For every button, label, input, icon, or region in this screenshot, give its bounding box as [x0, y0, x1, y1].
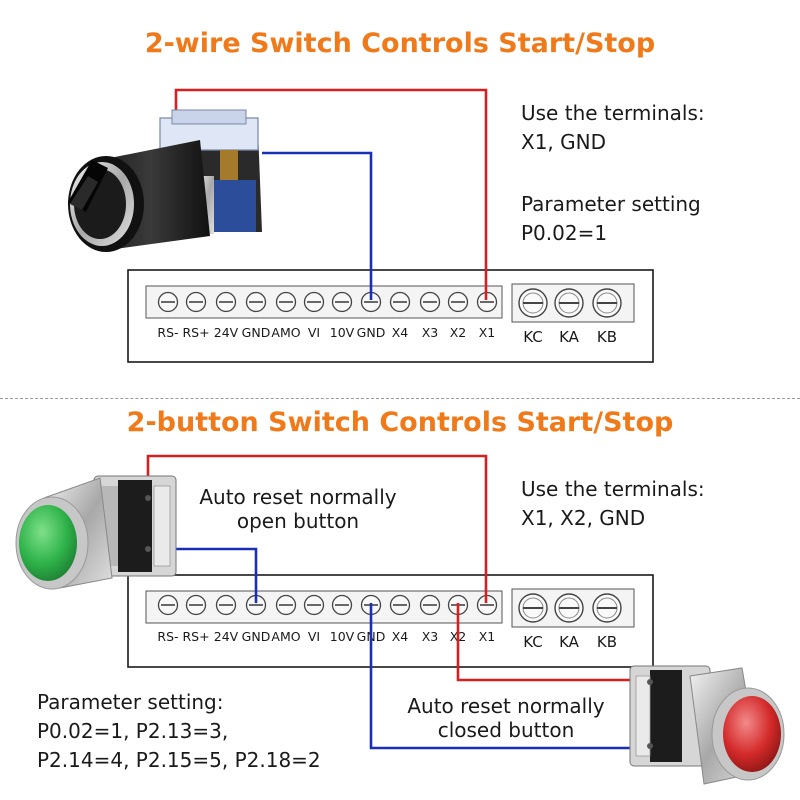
bottom-relay-screw-icon — [554, 593, 584, 623]
wire-red-x1-bottom — [146, 454, 488, 603]
bottom-terminals-info: Use the terminals: X1, X2, GND — [521, 475, 705, 533]
top-terminal-screw-icon — [275, 291, 297, 313]
top-terminal-screw-icon — [331, 291, 353, 313]
bottom-terminals-heading: Use the terminals: — [521, 477, 705, 501]
top-terminal-screw-icon — [215, 291, 237, 313]
top-terminal-label: X3 — [422, 325, 439, 340]
bottom-relay-label: KC — [523, 633, 543, 651]
no-button-label-line1: Auto reset normally — [199, 485, 397, 509]
bottom-relay-label: KB — [597, 633, 617, 651]
bottom-relay-screw-icon — [518, 593, 548, 623]
top-terminal-label: 10V — [330, 325, 355, 340]
bottom-terminal-screw-icon — [389, 594, 411, 616]
top-terminal-label: 24V — [214, 325, 239, 340]
bottom-terminal-label: X4 — [392, 629, 409, 644]
top-title: 2-wire Switch Controls Start/Stop — [144, 28, 656, 59]
bottom-terminal-screw-icon — [419, 594, 441, 616]
bottom-terminal-screw-icon — [157, 594, 179, 616]
nc-button-label-line2: closed button — [437, 718, 575, 742]
bottom-relay-screw-icon — [592, 593, 622, 623]
top-terminal-screw-icon — [245, 291, 267, 313]
bottom-terminal-label: RS- — [157, 629, 178, 644]
nc-button-label: Auto reset normally closed button — [388, 694, 624, 742]
top-terminal-label: X2 — [450, 325, 467, 340]
top-relay-screw-icon — [554, 288, 584, 318]
bottom-param-heading: Parameter setting: — [37, 690, 224, 714]
top-terminal-screw-icon — [185, 291, 207, 313]
bottom-terminal-label: AMO — [271, 629, 300, 644]
top-relay-label: KC — [523, 328, 543, 346]
top-relay-screw-icon — [592, 288, 622, 318]
bottom-title: 2-button Switch Controls Start/Stop — [126, 407, 674, 438]
green-push-button-icon — [15, 475, 177, 590]
bottom-terminal-screw-icon — [331, 594, 353, 616]
top-relay-label: KB — [597, 328, 617, 346]
section-divider — [0, 398, 800, 399]
bottom-relay-label: KA — [559, 633, 580, 651]
top-terminal-screw-icon — [447, 291, 469, 313]
top-param-heading: Parameter setting — [521, 192, 701, 216]
top-relay-label: KA — [559, 328, 580, 346]
top-terminal-label: RS- — [157, 325, 178, 340]
top-param-info: Parameter setting P0.02=1 — [521, 190, 701, 248]
bottom-terminal-label: X1 — [479, 629, 496, 644]
wire-red-x2-bottom — [456, 603, 645, 682]
top-terminal-screw-icon — [157, 291, 179, 313]
no-button-label-line2: open button — [236, 509, 360, 533]
top-terminal-label: X1 — [479, 325, 496, 340]
selector-switch-icon — [68, 109, 262, 252]
top-terminal-label: AMO — [271, 325, 300, 340]
top-terminal-screw-icon — [419, 291, 441, 313]
bottom-terminals-list: X1, X2, GND — [521, 506, 646, 530]
bottom-param-info: Parameter setting: P0.02=1, P2.13=3, P2.… — [37, 688, 321, 775]
top-terminals-heading: Use the terminals: — [521, 101, 705, 125]
wire-blue-gnd-top — [262, 151, 373, 300]
top-param-value: P0.02=1 — [521, 221, 608, 245]
top-terminal-label: VI — [308, 325, 320, 340]
wire-blue-gnd-bottom — [369, 603, 645, 750]
bottom-terminal-label: RS+ — [182, 629, 209, 644]
top-terminal-label: GND — [242, 325, 271, 340]
top-terminal-label: RS+ — [182, 325, 209, 340]
bottom-terminal-screw-icon — [185, 594, 207, 616]
nc-button-label-line1: Auto reset normally — [407, 694, 605, 718]
top-terminal-screw-icon — [303, 291, 325, 313]
bottom-terminal-label: X3 — [422, 629, 439, 644]
bottom-terminal-screw-icon — [215, 594, 237, 616]
top-terminals-info: Use the terminals: X1, GND — [521, 99, 705, 157]
bottom-terminal-label: 24V — [214, 629, 239, 644]
top-terminal-label: GND — [357, 325, 386, 340]
bottom-param-line1: P0.02=1, P2.13=3, — [37, 719, 229, 743]
bottom-terminal-label: 10V — [330, 629, 355, 644]
no-button-label: Auto reset normally open button — [182, 485, 414, 533]
red-push-button-icon — [629, 665, 785, 785]
top-terminal-screw-icon — [389, 291, 411, 313]
wire-blue-x4-bottom — [160, 547, 258, 603]
bottom-terminal-label: GND — [242, 629, 271, 644]
top-terminal-label: X4 — [392, 325, 409, 340]
top-relay-screw-icon — [518, 288, 548, 318]
bottom-param-line2: P2.14=4, P2.15=5, P2.18=2 — [37, 748, 321, 772]
bottom-terminal-label: VI — [308, 629, 320, 644]
bottom-terminal-screw-icon — [245, 594, 267, 616]
bottom-terminal-screw-icon — [303, 594, 325, 616]
bottom-terminal-screw-icon — [275, 594, 297, 616]
top-terminals-list: X1, GND — [521, 130, 606, 154]
